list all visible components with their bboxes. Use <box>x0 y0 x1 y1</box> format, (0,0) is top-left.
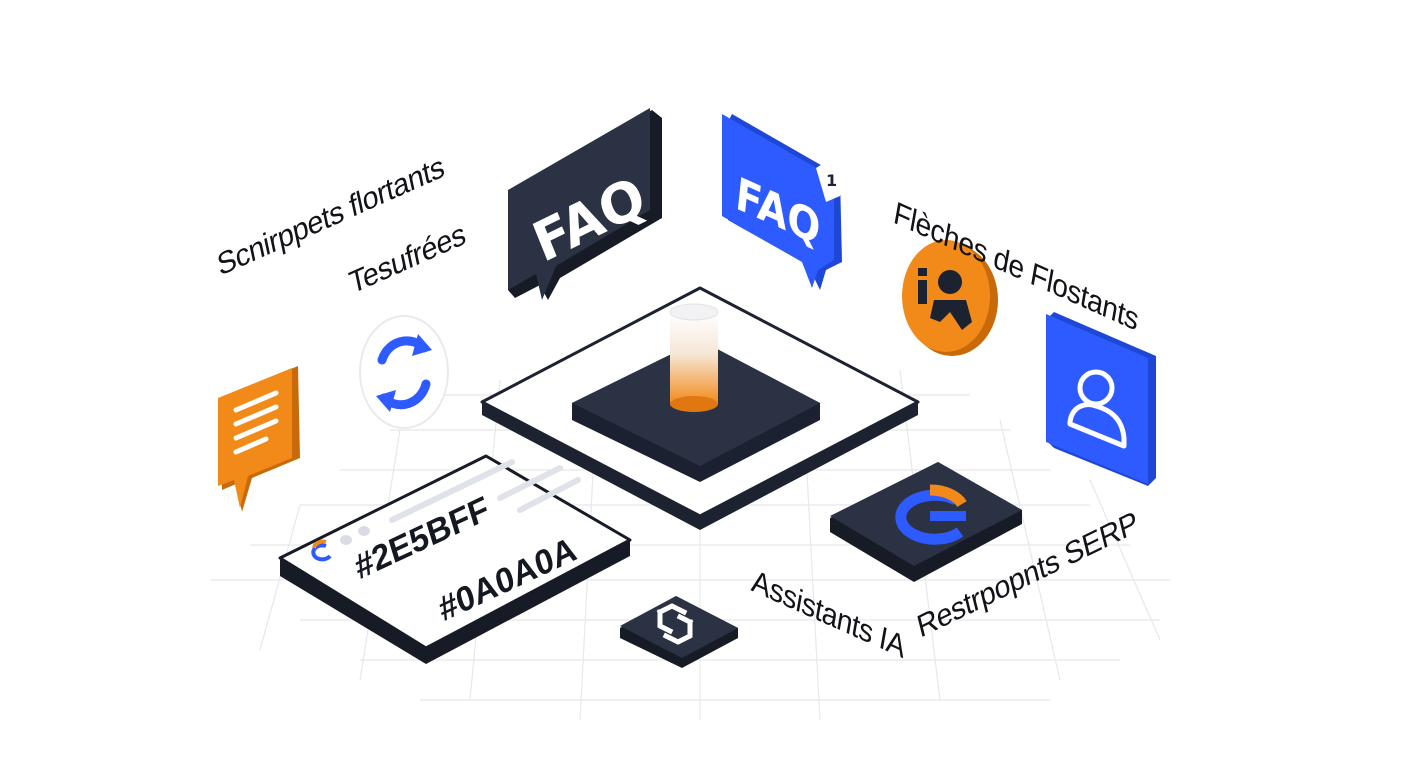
color-swatch-card <box>278 454 632 664</box>
google-g-tile <box>830 462 1022 582</box>
google-g-icon <box>895 484 967 545</box>
link-chain-icon <box>620 596 738 668</box>
refresh-arrows-icon <box>359 315 449 429</box>
card-google-logo <box>311 539 332 562</box>
center-platform <box>480 286 920 530</box>
faq-speech-bubble-icon <box>508 108 662 300</box>
svg-text:1: 1 <box>826 171 837 190</box>
user-avatar-icon <box>1046 312 1156 486</box>
document-chat-icon <box>218 366 300 512</box>
orange-user-icon <box>902 240 998 356</box>
faq-blue-bubble-icon: 1 <box>722 114 848 290</box>
glass-cylinder <box>669 303 719 412</box>
